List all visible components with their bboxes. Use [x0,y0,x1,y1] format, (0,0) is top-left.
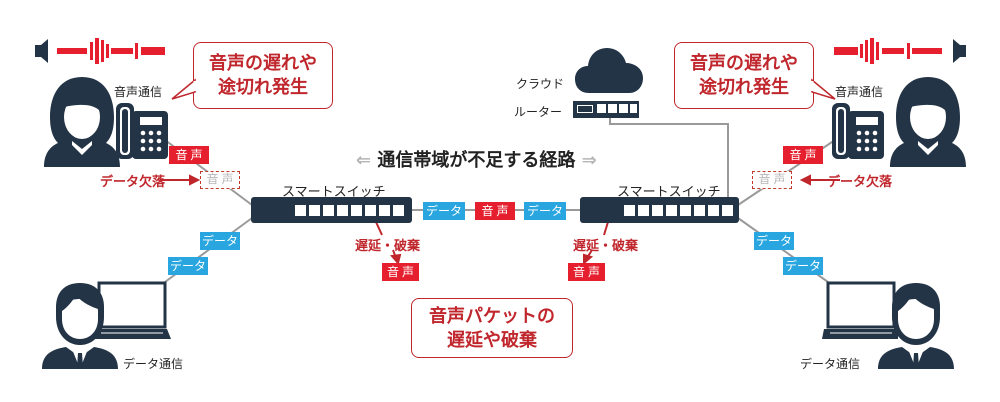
voice-delay-callout-left: 音声の遅れや 途切れ発生 [193,42,333,109]
voice-user-label-left: 音声通信 [114,85,163,99]
headline-text: 通信帯域が不足する経路 [377,150,576,171]
packet-delay-callout: 音声パケットの 遅延や破棄 [411,298,573,358]
data-user-label-right: データ通信 [800,357,861,371]
laptop-icon-left [95,281,171,339]
data-loss-label-left: データ欠落 [100,175,166,190]
right-switch-label: スマートスイッチ [617,185,721,200]
cloud-icon [575,48,643,93]
data-loss-label-right: データ欠落 [827,175,893,190]
desk-phone-icon-left [116,103,168,159]
audio-waveform-right [834,38,942,64]
left-arrow-icon: ⇐ [356,150,372,171]
female-user-icon-right [890,77,966,167]
data-packet: データ [754,232,794,250]
callout-pointer-left [171,78,196,100]
delay-discard-label-left: 遅延・破棄 [355,239,421,254]
lost-voice-packet: 音声 [200,171,240,189]
voice-delay-callout-right: 音声の遅れや 途切れ発生 [674,42,814,109]
speaker-icon-right [834,38,966,64]
delay-discard-label-right: 遅延・破棄 [573,239,639,254]
data-packet: データ [168,257,208,275]
right-arrow-icon: ⇒ [581,150,597,171]
router-label: ルーター [514,105,563,119]
discarded-voice-packet: 音声 [568,263,605,281]
cloud-label: クラウド [516,77,565,91]
voice-packet: 音声 [475,202,515,220]
data-packet: データ [783,257,823,275]
audio-waveform-left [57,38,165,64]
left-smart-switch [251,197,412,223]
data-packet: データ [524,202,566,220]
data-user-label-left: データ通信 [123,357,184,371]
data-packet: データ [200,232,240,250]
router-icon [573,101,639,118]
male-user-icon-left [42,283,118,369]
callout-pointer-right [811,78,836,100]
male-user-icon-right [878,283,954,369]
left-switch-label: スマートスイッチ [282,185,386,200]
right-smart-switch [580,197,739,223]
voice-packet: 音声 [783,146,823,164]
voice-user-label-right: 音声通信 [835,85,884,99]
link-router-right-switch [609,118,729,198]
female-user-icon-left [44,77,120,167]
voice-packet: 音声 [169,146,209,164]
discarded-voice-packet: 音声 [382,263,419,281]
lost-voice-packet: 音声 [752,171,792,189]
bandwidth-shortage-title: ⇐ 通信帯域が不足する経路 ⇒ [356,146,597,172]
desk-phone-icon-right [832,103,884,159]
speaker-icon-left [35,38,165,64]
data-packet: データ [423,202,465,220]
